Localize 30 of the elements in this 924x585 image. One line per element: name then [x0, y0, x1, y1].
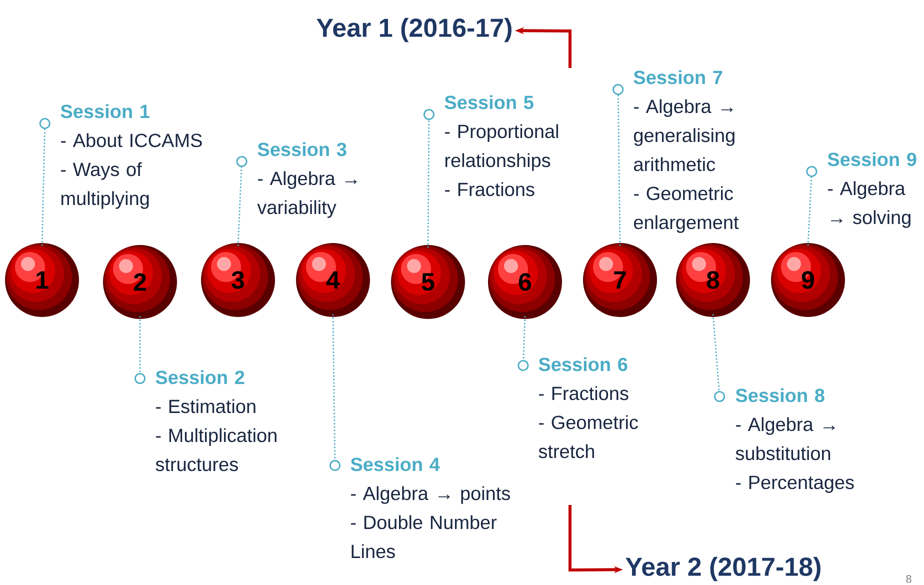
numbered-ball: 7: [583, 243, 657, 317]
numbered-ball: 9: [771, 243, 845, 317]
numbered-ball: 6: [488, 245, 562, 319]
leader-line: [612, 84, 624, 246]
year-heading: Year 1 (2016-17): [316, 18, 512, 42]
leader-line: [236, 156, 248, 246]
numbered-ball: 3: [201, 243, 275, 317]
leader-line: [712, 314, 726, 402]
session-text: Session 7 - Algebra → generalising arithmetic - Geometric enlargement: [634, 70, 739, 233]
year-heading: Year 2 (2017-18): [626, 556, 820, 582]
session-text: Session 4 - Algebra → points - Double Number Lines: [350, 457, 510, 558]
session-text: Session 2 - Estimation - Multiplication structures: [156, 370, 276, 472]
leader-line: [806, 166, 818, 246]
leader-line: [134, 316, 146, 384]
numbered-ball: 4: [296, 243, 370, 317]
numbered-ball: 1: [5, 243, 79, 317]
leader-line: [329, 314, 340, 471]
session-text: Session 9 - Algebra → solving: [828, 152, 916, 228]
leader-line: [39, 118, 50, 246]
numbered-ball: 8: [676, 243, 750, 317]
numbered-ball: 2: [103, 245, 177, 319]
session-text: Session 1 - About ICCAMS - Ways of multiplying: [60, 104, 202, 209]
session-text: Session 8 - Algebra → substitution - Percentages: [736, 388, 854, 493]
leader-line: [423, 109, 434, 248]
session-text: Session 5 - Proportional relationships - Fractions: [444, 95, 558, 196]
session-text: Session 3 - Algebra → variability: [257, 142, 357, 218]
leader-line: [518, 316, 529, 371]
page-number: 8: [906, 575, 912, 583]
numbered-ball: 5: [391, 245, 465, 319]
session-text: Session 6 - Fractions - Geometric stretch: [538, 357, 638, 458]
